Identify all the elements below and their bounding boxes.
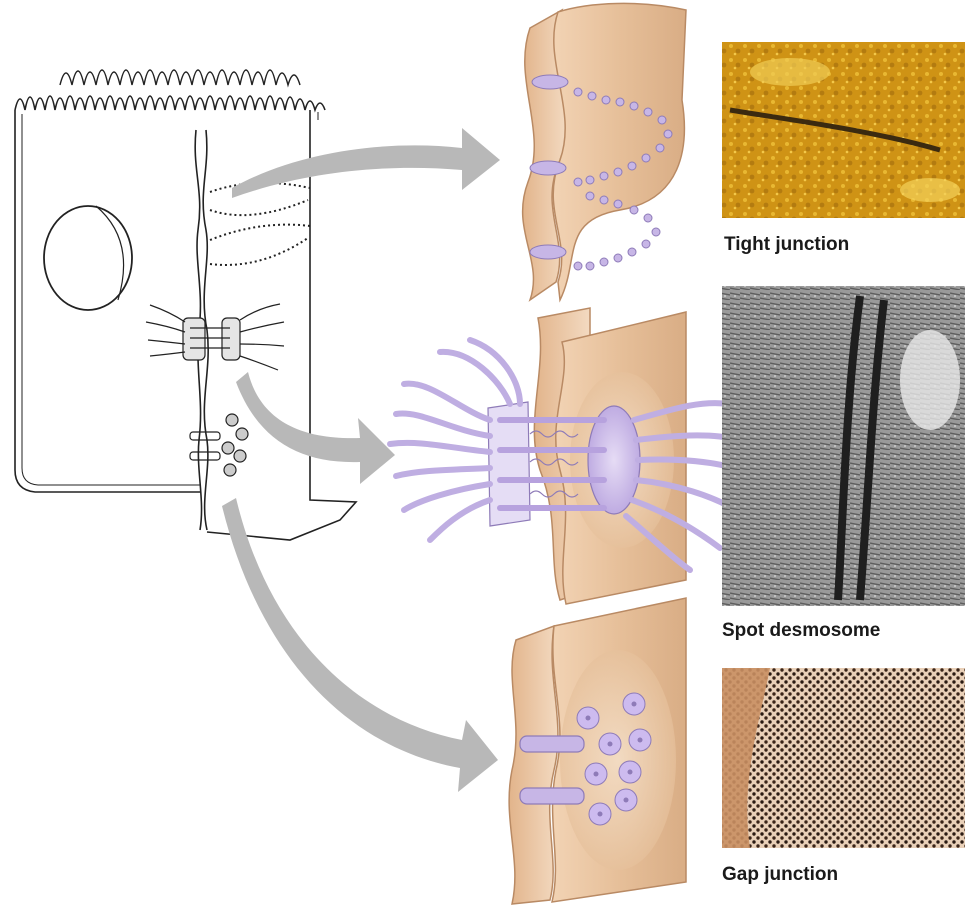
arrow-to-desmosome [236, 372, 395, 484]
microvilli [15, 96, 325, 110]
tight-junction-model [523, 3, 686, 300]
nucleus [44, 206, 132, 310]
tight-junction-caption: Tight junction [724, 234, 849, 256]
micrograph-gap-junction [722, 668, 965, 848]
arrows [222, 128, 500, 792]
desmosome-model [390, 308, 742, 604]
epithelial-cell-drawing [15, 70, 356, 540]
tight-junction-strands [210, 183, 310, 265]
gap-junction-model [509, 598, 686, 904]
arrow-to-tight [232, 128, 500, 198]
gap-junction-caption: Gap junction [722, 864, 838, 886]
micrograph-tight-junction [722, 42, 965, 218]
desmosome-small [146, 304, 284, 370]
spot-desmosome-caption: Spot desmosome [722, 620, 880, 642]
arrow-to-gap [222, 498, 498, 792]
micrograph-spot-desmosome [722, 286, 965, 606]
